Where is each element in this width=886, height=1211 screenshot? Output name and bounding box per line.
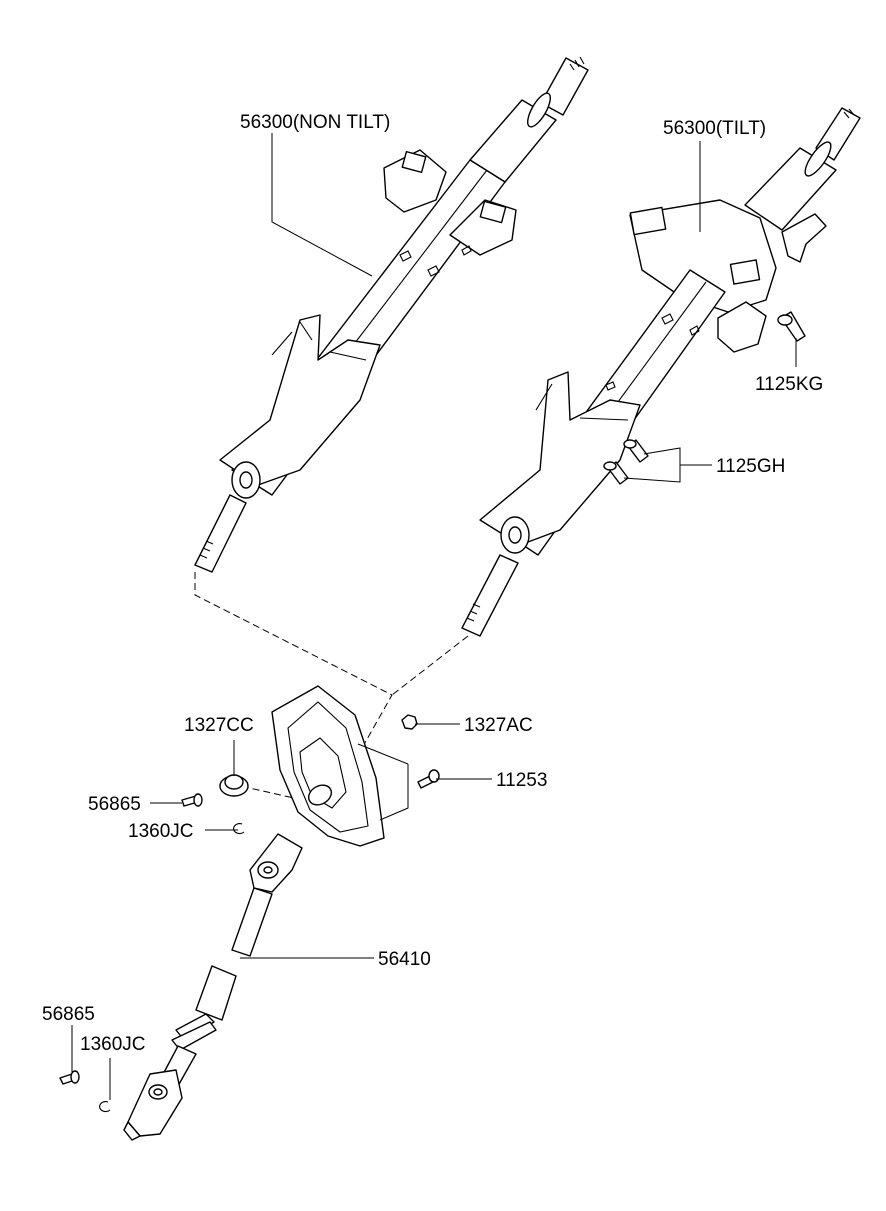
label-1125kg: 1125KG <box>755 374 823 395</box>
bolt-1125gh-icon <box>603 439 649 485</box>
steering-column-non-tilt <box>194 56 589 573</box>
label-1327cc: 1327CC <box>184 715 254 736</box>
bolt-1125kg-icon <box>777 311 806 342</box>
bolt-56865-lower-icon <box>59 1070 80 1085</box>
dust-cover-plate <box>271 685 385 847</box>
label-56865-upper: 56865 <box>88 794 141 815</box>
label-11253: 11253 <box>496 770 547 791</box>
nut-1327cc-icon <box>219 774 249 797</box>
leader-lines <box>71 133 797 1100</box>
part-labels: 56300(NON TILT) 56300(TILT) 1125KG 1125G… <box>42 112 823 1055</box>
label-1360jc-upper: 1360JC <box>128 821 194 842</box>
label-1327ac: 1327AC <box>464 715 533 736</box>
label-56300-tilt: 56300(TILT) <box>663 118 766 139</box>
label-56865-lower: 56865 <box>42 1004 95 1025</box>
bolt-11253-icon <box>417 769 440 789</box>
label-56410: 56410 <box>378 949 431 970</box>
clip-1360jc-lower-icon <box>99 1101 111 1113</box>
nut-1327ac-icon <box>401 714 418 730</box>
steering-column-tilt <box>461 107 861 637</box>
clip-1360jc-upper-icon <box>233 823 245 835</box>
label-1125gh: 1125GH <box>716 456 785 477</box>
bolt-56865-upper-icon <box>181 793 203 807</box>
intermediate-shaft-56410 <box>123 833 303 1141</box>
label-1360jc-lower: 1360JC <box>80 1034 146 1055</box>
label-56300-non-tilt: 56300(NON TILT) <box>240 112 390 133</box>
